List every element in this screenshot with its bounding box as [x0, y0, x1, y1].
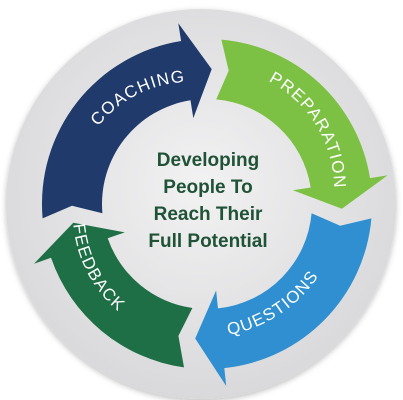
center-line-4: Full Potential: [148, 231, 267, 252]
arrow-feedback: [34, 222, 193, 368]
arrow-preparation: [216, 39, 388, 209]
center-title: Developing People To Reach Their Full Po…: [148, 150, 267, 252]
center-line-1: Developing: [157, 150, 259, 171]
arrow-coaching: [41, 23, 212, 219]
arrow-questions: [195, 213, 372, 386]
center-line-3: Reach Their: [154, 204, 263, 225]
center-line-2: People To: [163, 177, 252, 198]
